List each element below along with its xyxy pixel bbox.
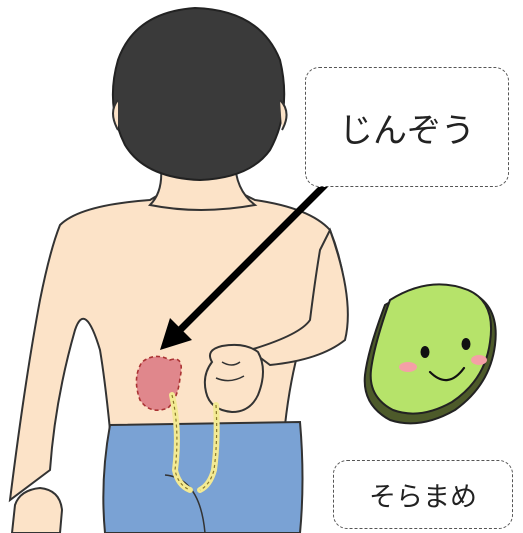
- bean-eye-left: [421, 346, 430, 358]
- bean-cheek-left: [399, 362, 417, 372]
- left-hand: [12, 488, 62, 533]
- fava-bean-character: [365, 284, 496, 423]
- person-figure: [10, 8, 348, 533]
- fist: [205, 345, 263, 412]
- bean-cheek-right: [471, 355, 487, 365]
- bean-eye-right: [462, 338, 471, 350]
- kidney-label: じんぞう: [305, 67, 509, 187]
- hair: [113, 8, 284, 180]
- fava-bean-label: そらまめ: [333, 460, 513, 529]
